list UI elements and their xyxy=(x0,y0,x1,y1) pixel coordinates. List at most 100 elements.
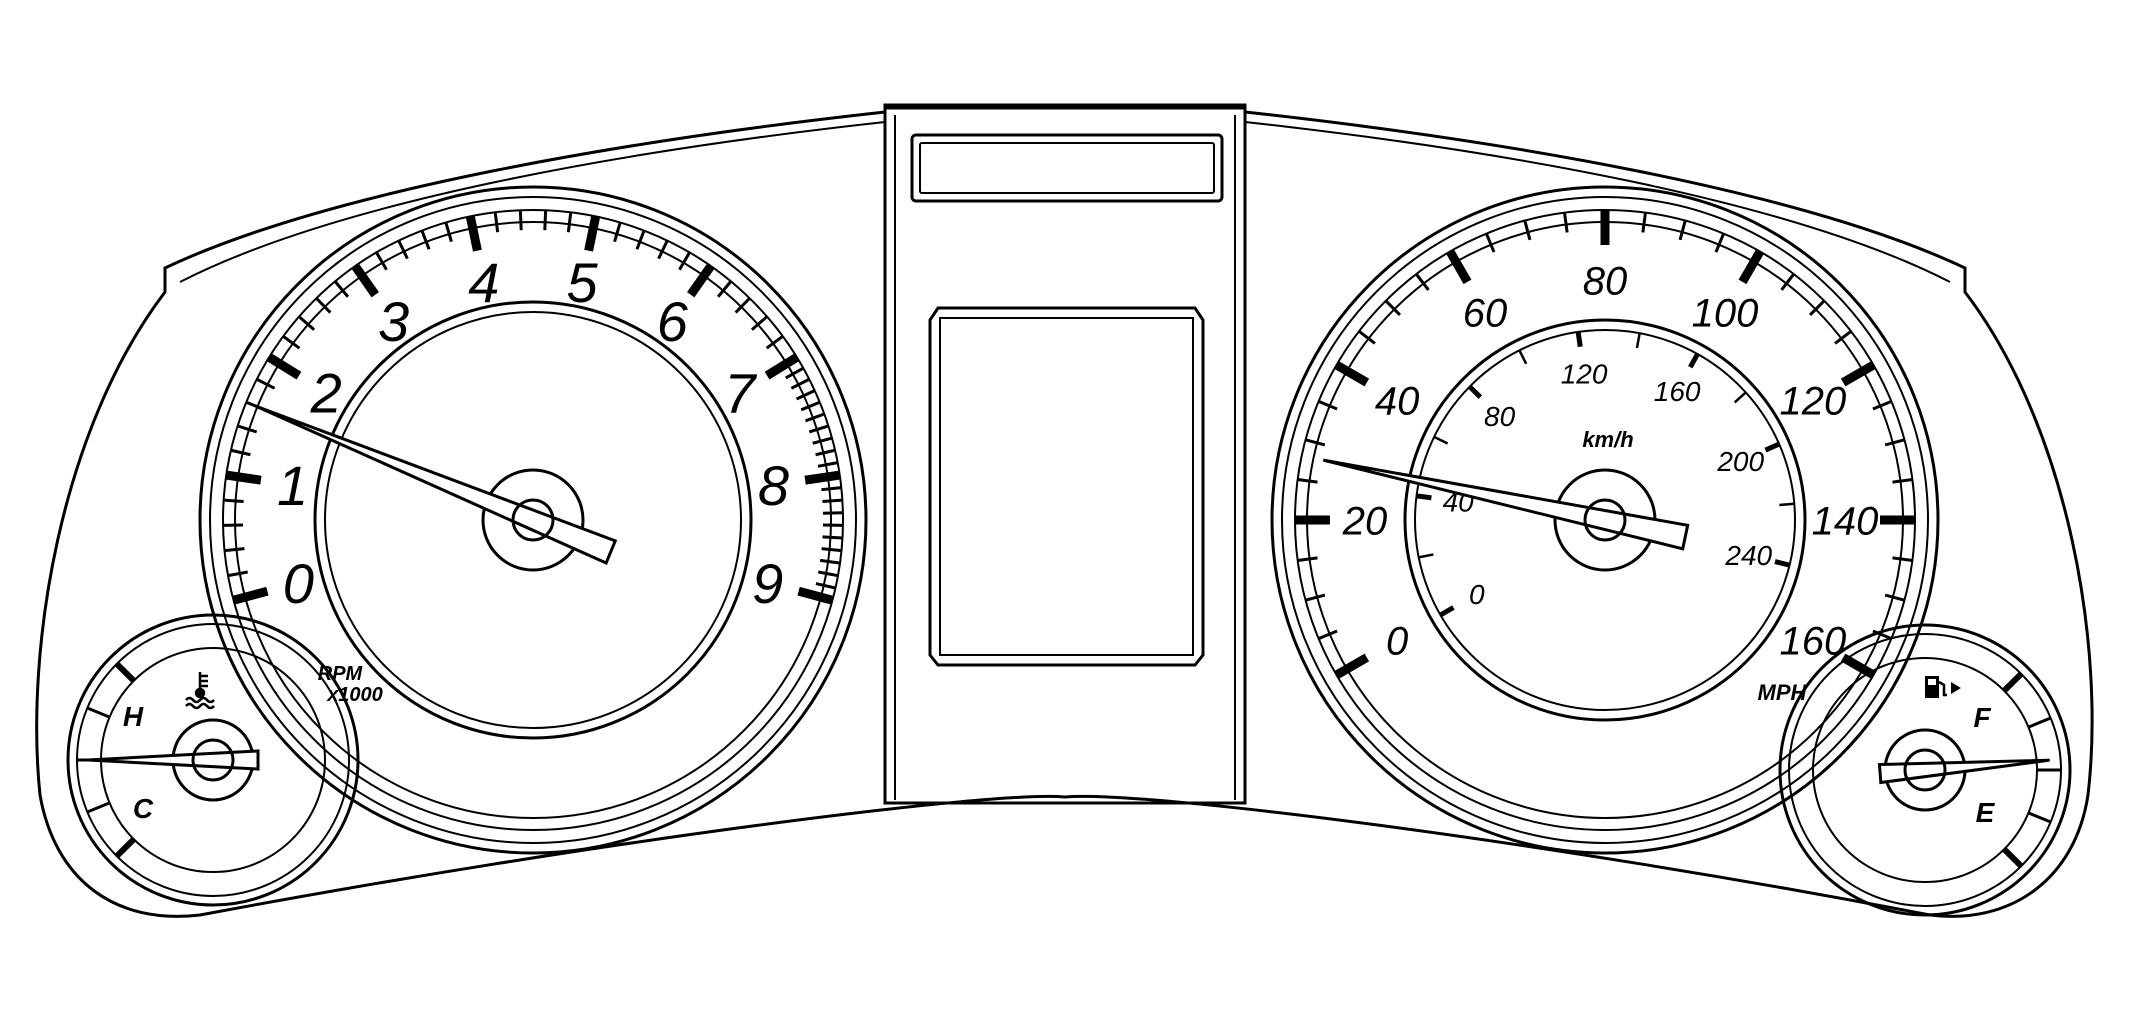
tachometer-minor-tick xyxy=(809,426,828,432)
temperature-gauge: H C xyxy=(68,615,358,905)
tachometer-major-tick xyxy=(799,591,833,600)
tachometer-minor-tick xyxy=(736,298,750,312)
tachometer-minor-tick xyxy=(822,500,842,501)
kmh-tick xyxy=(1419,554,1434,557)
center-display-panel xyxy=(885,108,1245,803)
tachometer-minor-tick xyxy=(818,463,838,467)
mph-minor-tick xyxy=(1885,595,1904,600)
mph-label: 60 xyxy=(1463,292,1508,336)
multi-info-display xyxy=(930,308,1203,665)
tachometer-minor-tick xyxy=(816,450,835,454)
tachometer-minor-tick xyxy=(238,426,257,432)
mph-label: 160 xyxy=(1779,619,1846,663)
mph-minor-tick xyxy=(1306,595,1325,600)
tachometer-minor-tick xyxy=(568,212,570,232)
fuel-empty-label: E xyxy=(1976,797,1996,828)
tachometer-unit-multiplier: x1000 xyxy=(326,684,383,706)
tachometer-minor-tick xyxy=(818,572,838,576)
tachometer-label: 7 xyxy=(724,362,757,425)
kmh-tick xyxy=(1417,496,1432,498)
temperature-tick xyxy=(117,839,134,856)
mph-minor-tick xyxy=(1643,213,1646,233)
tachometer-major-tick xyxy=(234,591,268,600)
fuel-tick xyxy=(2004,849,2021,866)
mph-minor-tick xyxy=(1893,558,1913,561)
kmh-label: 200 xyxy=(1716,446,1764,477)
kmh-tick xyxy=(1735,392,1746,402)
tachometer-major-tick xyxy=(691,266,711,295)
kmh-tick xyxy=(1765,444,1779,450)
mph-label: 140 xyxy=(1812,499,1879,543)
tachometer-minor-tick xyxy=(816,584,836,588)
speedometer-mph-unit: MPH xyxy=(1758,680,1808,705)
kmh-tick xyxy=(1637,333,1640,348)
mph-minor-tick xyxy=(1298,480,1318,483)
tachometer-label: 0 xyxy=(283,552,314,615)
tachometer-minor-tick xyxy=(520,210,521,230)
kmh-tick xyxy=(1440,608,1453,616)
mph-minor-tick xyxy=(1565,213,1568,233)
kmh-label: 160 xyxy=(1654,376,1701,407)
tachometer-minor-tick xyxy=(806,414,825,421)
tachometer-minor-tick xyxy=(495,212,497,232)
tachometer-minor-tick xyxy=(821,488,841,490)
tachometer-minor-tick xyxy=(822,549,842,551)
temperature-tick xyxy=(87,708,109,717)
kmh-tick xyxy=(1519,350,1526,363)
tachometer-label: 2 xyxy=(310,362,342,425)
mph-label: 80 xyxy=(1583,259,1628,303)
mph-label: 40 xyxy=(1375,379,1420,423)
kmh-label: 0 xyxy=(1469,579,1485,610)
temperature-hot-label: H xyxy=(123,701,144,732)
kmh-tick xyxy=(1779,504,1794,505)
kmh-tick xyxy=(1775,562,1790,566)
tachometer-label: 9 xyxy=(752,552,783,615)
mph-minor-tick xyxy=(1386,301,1400,315)
tachometer-major-tick xyxy=(355,266,375,295)
mph-label: 20 xyxy=(1342,499,1388,543)
tachometer-minor-tick xyxy=(316,298,330,312)
tachometer-minor-tick xyxy=(637,231,644,250)
mph-minor-tick xyxy=(1680,221,1685,240)
mph-minor-tick xyxy=(1810,301,1824,315)
tachometer-minor-tick xyxy=(224,500,244,501)
tachometer-unit-rpm: RPM xyxy=(318,663,364,685)
mph-minor-tick xyxy=(1885,440,1904,445)
mph-label: 120 xyxy=(1779,379,1846,423)
tachometer-minor-tick xyxy=(615,223,621,242)
tachometer-minor-tick xyxy=(823,537,843,538)
tachometer-minor-tick xyxy=(820,560,840,563)
tachometer-minor-tick xyxy=(231,450,250,454)
kmh-tick xyxy=(1578,332,1580,347)
fuel-pump-icon xyxy=(1925,676,1961,698)
temperature-tick xyxy=(117,664,134,681)
top-display-window xyxy=(912,135,1222,201)
kmh-label: 240 xyxy=(1724,540,1772,571)
fuel-full-label: F xyxy=(1973,702,1991,733)
mph-label: 0 xyxy=(1386,619,1408,663)
temperature-tick xyxy=(87,803,109,812)
tachometer-label: 1 xyxy=(277,454,308,517)
tachometer-label: 8 xyxy=(758,454,789,517)
tachometer-minor-tick xyxy=(446,223,452,242)
tachometer-minor-tick xyxy=(228,572,248,576)
kmh-tick xyxy=(1690,354,1697,367)
mph-minor-tick xyxy=(1306,440,1325,445)
mph-minor-tick xyxy=(1525,221,1530,240)
tachometer-major-tick xyxy=(805,475,840,480)
speedometer-kmh-unit: km/h xyxy=(1582,427,1633,452)
fuel-tick xyxy=(2028,813,2050,822)
kmh-label: 80 xyxy=(1484,401,1516,432)
tachometer-major-tick xyxy=(589,216,596,250)
temperature-cold-label: C xyxy=(133,793,154,824)
tachometer-minor-tick xyxy=(422,231,429,250)
kmh-tick xyxy=(1470,387,1481,398)
tachometer-major-tick xyxy=(470,216,477,250)
fuel-tick xyxy=(2004,674,2021,691)
mph-minor-tick xyxy=(1893,480,1913,483)
